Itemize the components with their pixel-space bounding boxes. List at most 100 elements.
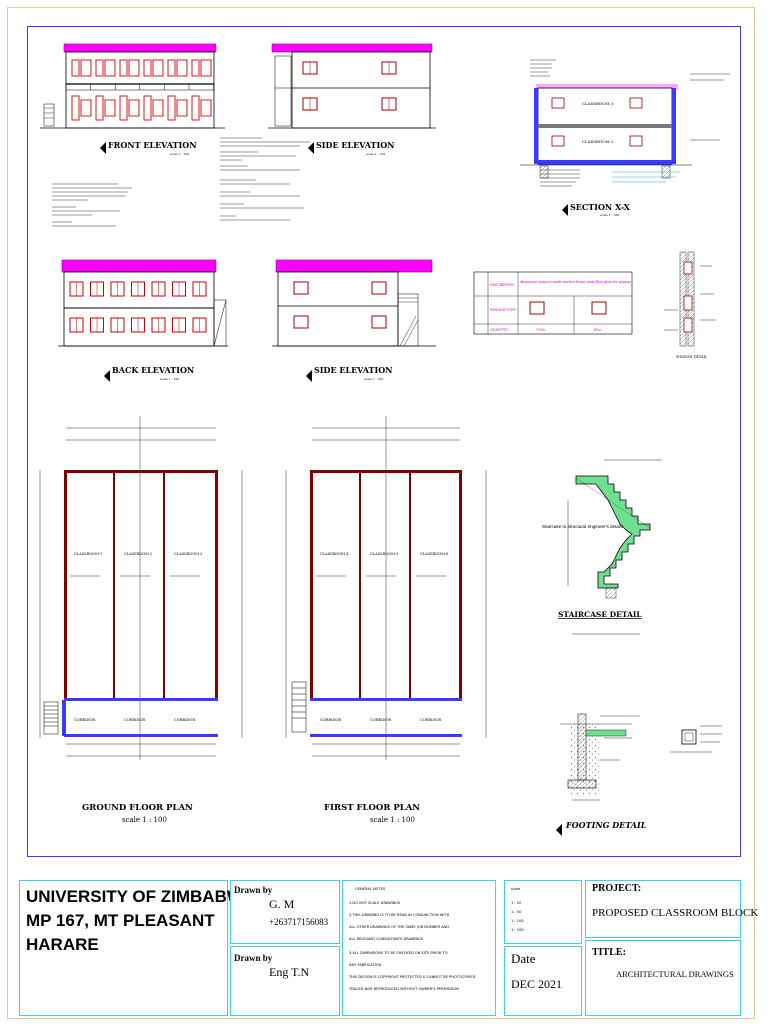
title-label: TITLE: [592,947,626,958]
corridor-label: CORRIDOR [124,718,145,722]
schedule-window-type-label: WINDOW TYPE [490,308,516,312]
schedule-qty-b: 6No [594,328,601,332]
window-schedule: DESCRIPTION Aluminium purpose made windo… [473,271,633,335]
note-line: ALL RELEVANT CONSULTANTS DRAWINGS [349,937,424,941]
staircase-title: STAIRCASE DETAIL [558,610,642,619]
drawn-by-phone: +263717156083 [269,917,329,927]
side-elevation-top: SIDE ELEVATION scale 1 : 100 [268,43,436,156]
section-xx: CLASSROOM 5 CLASSROOM 2 SECTION X-X scal… [520,59,730,217]
door-opening [143,59,152,77]
side-elevation-bottom-title: SIDE ELEVATION [314,365,393,375]
door-opening [191,95,200,121]
window-opening [200,59,212,77]
note-line: THIS DESIGN IS COPYRIGHT PROTECTED & CAN… [349,975,476,979]
project-box: PROJECT: PROPOSED CLASSROOM BLOCK [585,880,758,938]
title-value: ARCHITECTURAL DRAWINGS [616,969,734,979]
ground-floor-plan: CLASSROOM 1 CLASSROOM 2 CLASSROOM 3 CORRIDO… [39,416,243,824]
side-elevation-bottom-scale: scale 1 : 100 [364,377,383,381]
schedule-description-label: DESCRIPTION [490,283,514,287]
note-line: ALL OTHER DRAWINGS OF THE SAME JOB NUMBE… [349,925,450,929]
window-opening [176,59,188,77]
window-opening [152,59,164,77]
drawn-by-box: Drawn by G. M +263717156083 [230,880,340,944]
drawn-by-label: Drawn by [234,885,273,895]
staircase-note: Staircase to structural engineer's detai… [542,524,624,529]
date-box: Date DEC 2021 [504,946,582,1016]
drawing-sheet [7,7,755,1019]
section-room-upper: CLASSROOM 5 [582,101,614,106]
section-xx-title: SECTION X-X [570,202,631,212]
specification-notes [52,137,310,227]
back-elevation-scale: scale 1 : 100 [160,377,179,381]
room-label: CLASSROOM 2 [124,552,152,556]
back-elevation-title: BACK ELEVATION [112,365,194,375]
side-elevation-top-title: SIDE ELEVATION [316,140,395,150]
window-detail-title: WINDOW DETAIL [676,355,708,359]
window-opening [128,59,140,77]
door-opening [95,59,104,77]
window-opening [152,99,164,117]
ground-floor-scale: scale 1 : 100 [122,816,167,824]
first-floor-scale: scale 1 : 100 [370,816,415,824]
project-label: PROJECT: [592,883,642,894]
note-line: TRACED NOR REPRODUCED WITHOUT OWNER'S PE… [349,987,459,991]
window-opening [104,99,116,117]
corridor-label: CORRIDOR [320,718,341,722]
door-opening [167,95,176,121]
window-opening [176,99,188,117]
front-elevation: FRONT ELEVATION scale 1 : 100 [40,43,225,156]
scale-value: 1 : 50 [511,910,522,914]
door-opening [143,95,152,121]
note-line: ANY FABRICATION [349,963,382,967]
section-room-lower: CLASSROOM 2 [582,139,614,144]
side-elevation-bottom: SIDE ELEVATION scale 1 : 100 [272,259,436,382]
general-notes-box: GENERAL NOTES 1.DO NOT SCALE DRAWINGS 2.… [342,880,496,1016]
scale-box: scale 1 : 20 1 : 50 1 : 100 1 : 200 [504,880,582,944]
scale-value: 1 : 20 [511,901,522,905]
back-elevation: BACK ELEVATION scale 1 : 100 [58,259,228,382]
staircase-detail: Staircase to structural engineer's detai… [542,459,662,635]
drawing-frame [27,26,741,857]
window-detail: WINDOW DETAIL [664,251,716,359]
room-label: CLASSROOM 3 [174,552,203,556]
side-elevation-top-scale: scale 1 : 100 [366,152,385,156]
window-opening [80,99,92,117]
checked-by-box: Drawn by Eng T.N [230,946,340,1016]
footing-detail: FOOTING DETAIL [556,713,722,836]
schedule-qty-a: 12No [536,328,545,332]
note-line: 1.DO NOT SCALE DRAWINGS [349,901,401,905]
door-opening [191,59,200,77]
checked-by-name: Eng T.N [269,965,310,979]
first-floor-title: FIRST FLOOR PLAN [324,803,420,813]
door-opening [71,95,80,121]
door-opening [71,59,80,77]
date-label: Date [511,951,536,966]
room-label: CLASSROOM 6 [420,552,449,556]
corridor-label: CORRIDOR [420,718,441,722]
scale-value: 1 : 100 [511,919,524,923]
door-opening [95,95,104,121]
window-opening [80,59,92,77]
drawn-by-name: G. M [269,897,295,911]
date-value: DEC 2021 [511,977,562,991]
notes-heading: GENERAL NOTES [355,887,386,891]
schedule-quantity-label: QUANTITY [490,328,509,332]
client-box: UNIVERSITY OF ZIMBABWE MP 167, MT PLEASA… [19,880,254,1016]
schedule-description: Aluminium purpose made window frame 6mm … [519,280,631,284]
window-opening [104,59,116,77]
client-line1: UNIVERSITY OF ZIMBABWE [26,887,255,906]
project-value: PROPOSED CLASSROOM BLOCK [592,907,759,919]
title-box: TITLE: ARCHITECTURAL DRAWINGS [585,940,741,1016]
corridor-label: CORRIDOR [174,718,195,722]
checked-by-label: Drawn by [234,953,273,963]
client-line3: HARARE [26,935,99,954]
window-opening [200,99,212,117]
footing-title: FOOTING DETAIL [565,820,647,830]
corridor-label: CORRIDOR [74,718,95,722]
section-xx-scale: scale 1 : 100 [600,213,619,217]
ground-floor-title: GROUND FLOOR PLAN [82,803,193,813]
room-label: CLASSROOM 1 [74,552,102,556]
corridor-label: CORRIDOR [370,718,391,722]
